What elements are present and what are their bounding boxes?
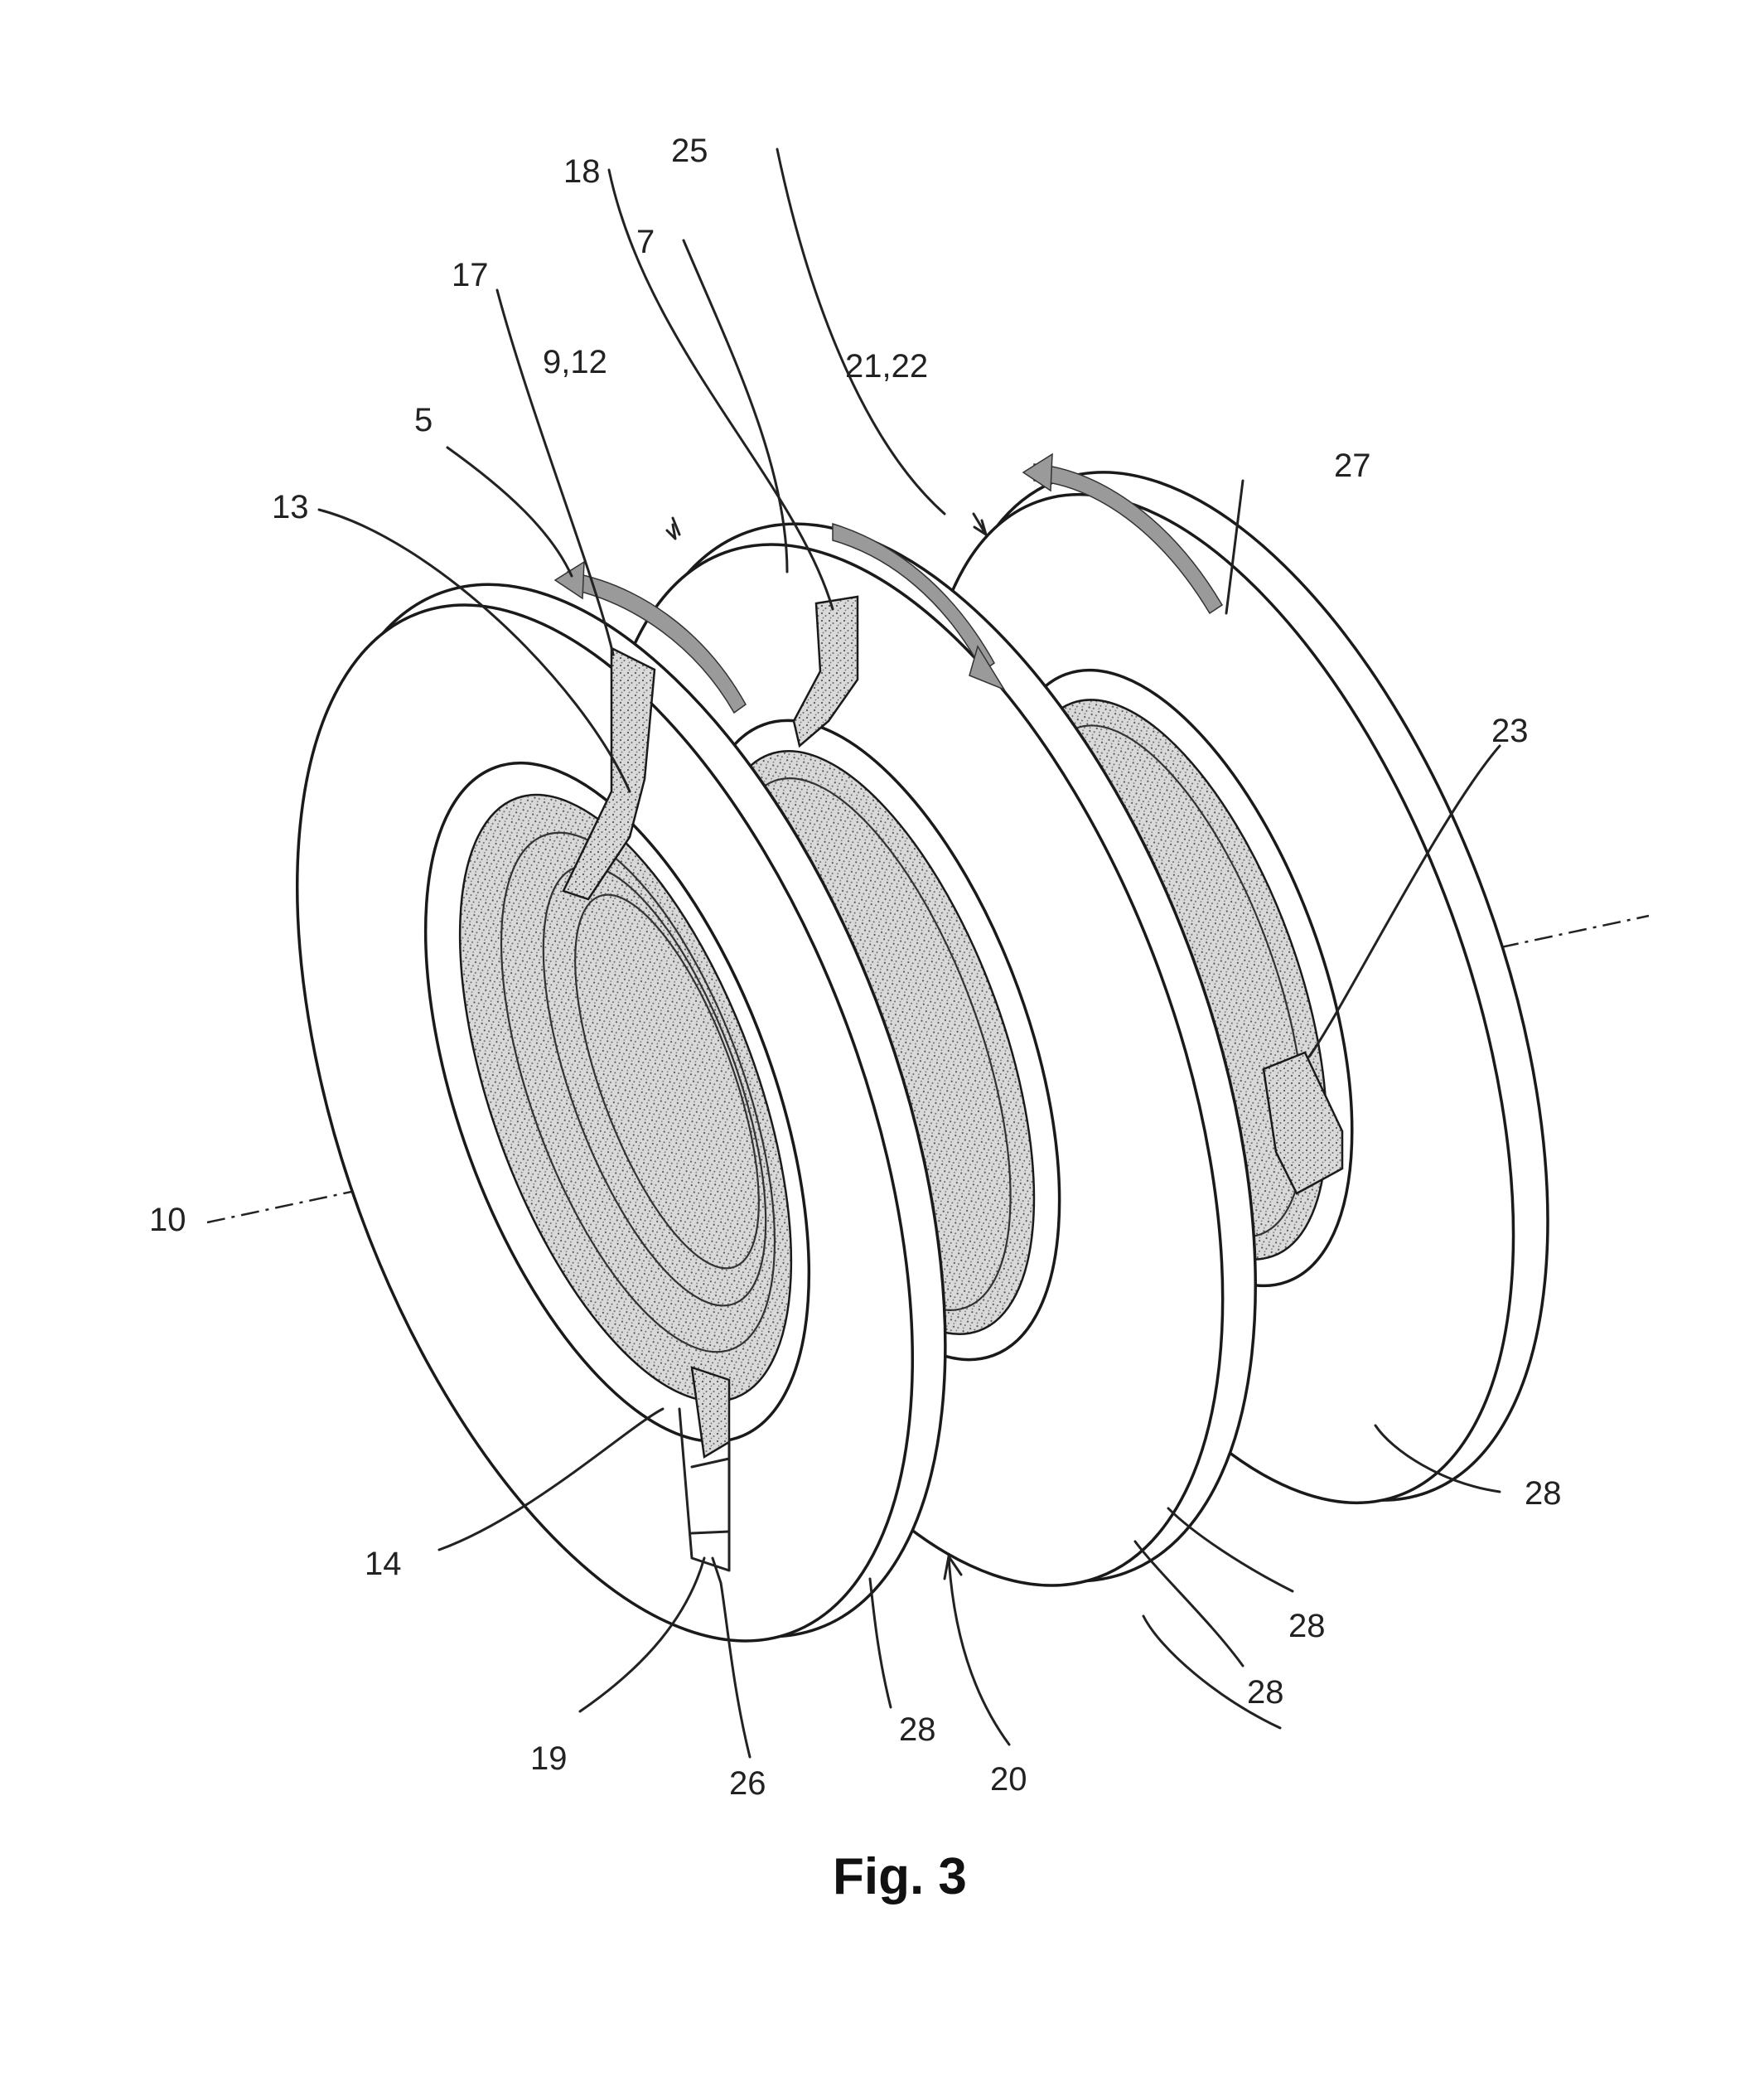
label-28-front: 28 bbox=[899, 1711, 936, 1748]
rotation-arrow-front bbox=[567, 571, 747, 714]
rotation-arrow-rear bbox=[1033, 463, 1224, 615]
label-7: 7 bbox=[636, 224, 655, 260]
label-28-rear: 28 bbox=[1525, 1475, 1562, 1512]
figure-caption: Fig. 3 bbox=[833, 1848, 967, 1905]
label-25: 25 bbox=[671, 133, 708, 169]
label-28-middle: 28 bbox=[1288, 1608, 1326, 1644]
label-17: 17 bbox=[452, 257, 489, 293]
label-28-lower: 28 bbox=[1247, 1674, 1284, 1711]
tab-17 bbox=[562, 646, 656, 901]
front-disc-5 bbox=[296, 560, 947, 1643]
label-5: 5 bbox=[414, 402, 433, 438]
tab-23 bbox=[1262, 1051, 1344, 1195]
label-9-12: 9,12 bbox=[543, 344, 607, 380]
label-19: 19 bbox=[530, 1740, 568, 1777]
label-13: 13 bbox=[272, 489, 309, 525]
label-27: 27 bbox=[1334, 448, 1371, 484]
label-18: 18 bbox=[563, 153, 601, 190]
reference-labels: 5 7 9,12 10 13 14 17 18 19 20 21,22 23 2… bbox=[149, 133, 1562, 1802]
label-14: 14 bbox=[365, 1546, 402, 1582]
tab-18 bbox=[792, 595, 859, 748]
label-21-22: 21,22 bbox=[845, 348, 928, 385]
label-10: 10 bbox=[149, 1202, 186, 1238]
label-26: 26 bbox=[729, 1765, 766, 1802]
leader-lines bbox=[317, 148, 1501, 1759]
label-23: 23 bbox=[1491, 713, 1529, 749]
label-20: 20 bbox=[990, 1761, 1027, 1798]
